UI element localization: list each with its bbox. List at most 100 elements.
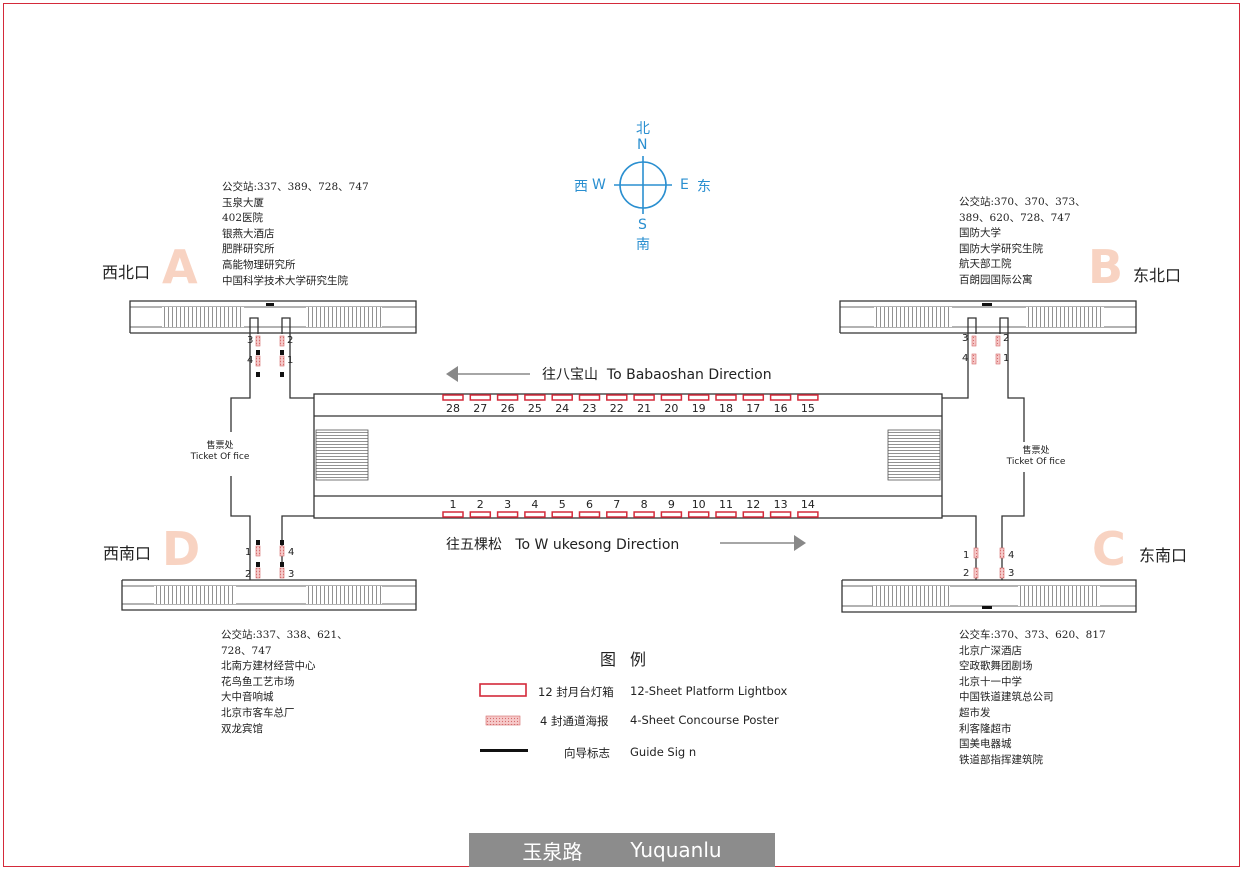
lightbox-18 — [715, 394, 737, 401]
direction-west: 往八宝山 To Babaoshan Direction — [542, 367, 772, 383]
compass-east: E — [680, 177, 689, 193]
legend-item-lightbox-cn: 12 封月台灯箱 — [538, 685, 614, 699]
lightbox-15 — [797, 394, 819, 401]
lightbox-23 — [578, 394, 601, 401]
poster-num: 3 — [1008, 568, 1015, 579]
poster-num: 4 — [962, 353, 969, 364]
lightbox-number: 13 — [773, 498, 788, 511]
poster-num: 2 — [1003, 333, 1010, 344]
exit-c-letter: C — [1092, 522, 1126, 576]
stairs-b-left — [874, 307, 952, 327]
arrow-west — [446, 366, 530, 382]
exit-d-name: 西南口 — [103, 544, 152, 563]
poster-num: 2 — [245, 569, 252, 580]
lightbox-13 — [769, 511, 792, 518]
exit-b-letter: B — [1088, 240, 1124, 294]
legend-item-guide-cn: 向导标志 — [564, 746, 610, 760]
lightbox-number: 3 — [504, 498, 512, 511]
lightbox-number: 5 — [558, 498, 566, 511]
lightbox-number: 27 — [473, 402, 488, 415]
compass-south: S — [638, 217, 647, 233]
lightbox-9 — [660, 511, 683, 518]
lightbox-17 — [742, 394, 765, 401]
exit-b-name: 东北口 — [1133, 266, 1182, 285]
lightbox-2 — [469, 511, 492, 518]
lightbox-number: 22 — [609, 402, 624, 415]
lightbox-number: 7 — [613, 498, 621, 511]
lightbox-number: 17 — [746, 402, 761, 415]
poster-num: 4 — [1008, 550, 1015, 561]
lightbox-number: 23 — [582, 402, 597, 415]
compass-north-cn: 北 — [636, 121, 650, 137]
poster-num: 4 — [247, 355, 254, 366]
stairs-d-left — [154, 586, 236, 604]
lightbox-25 — [524, 394, 546, 401]
poster-num: 2 — [963, 568, 970, 579]
lightbox-number: 16 — [773, 402, 788, 415]
lightbox-16 — [769, 394, 792, 401]
legend-item-poster-en: 4-Sheet Concourse Poster — [630, 713, 779, 727]
poster-num: 1 — [1003, 353, 1010, 364]
exit-c-name: 东南口 — [1139, 546, 1188, 565]
lightbox-number: 12 — [746, 498, 761, 511]
compass-west-cn: 西 — [574, 179, 588, 195]
compass-north: N — [637, 137, 648, 153]
lightbox-number: 18 — [719, 402, 733, 415]
poster-num: 1 — [245, 547, 252, 558]
lightbox-8 — [633, 511, 655, 518]
poster-num: 1 — [963, 550, 970, 561]
lightbox-11 — [715, 511, 737, 518]
lightbox-10 — [687, 511, 710, 518]
legend-item-lightbox-en: 12-Sheet Platform Lightbox — [630, 684, 788, 698]
legend-item-guide-en: Guide Sig n — [630, 745, 697, 759]
lightbox-22 — [606, 394, 628, 401]
station-name-en: Yuquanlu — [630, 838, 722, 862]
stairs-platform-west — [315, 429, 369, 481]
posters — [255, 335, 1005, 579]
lightbox-14 — [797, 511, 819, 518]
direction-east: 往五棵松 To W ukesong Direction — [446, 537, 680, 553]
compass-east-cn: 东 — [697, 179, 711, 195]
lightbox-number: 20 — [664, 402, 679, 415]
exit-d-letter: D — [162, 522, 201, 576]
lightbox-number: 14 — [800, 498, 815, 511]
legend-guide-symbol — [480, 749, 528, 752]
lightbox-number: 26 — [500, 402, 515, 415]
stairs-a-left — [162, 307, 244, 327]
lightboxes-bottom — [442, 511, 819, 518]
lightbox-24 — [551, 394, 573, 401]
lightbox-number: 1 — [449, 498, 457, 511]
lightbox-number: 4 — [531, 498, 539, 511]
stairs-a-right — [306, 307, 382, 327]
legend-poster-symbol — [485, 715, 521, 726]
compass-icon — [614, 156, 672, 214]
lightbox-number: 21 — [637, 402, 652, 415]
lightbox-20 — [660, 394, 683, 401]
lightbox-28 — [442, 394, 464, 401]
lightbox-27 — [469, 394, 492, 401]
lightbox-number: 11 — [719, 498, 733, 511]
lightboxes-top — [442, 394, 819, 401]
lightbox-number: 9 — [667, 498, 675, 511]
lightbox-number: 28 — [446, 402, 460, 415]
station-name-banner: 玉泉路 Yuquanlu — [469, 833, 775, 867]
guide-signs — [256, 303, 992, 609]
stairs-c-left — [872, 586, 950, 606]
poster-num: 2 — [287, 335, 294, 346]
legend-title: 图例 — [600, 650, 661, 669]
lightbox-number: 10 — [691, 498, 706, 511]
outline — [121, 300, 1137, 613]
lightbox-5 — [551, 511, 573, 518]
stairs-platform-east — [887, 429, 941, 481]
exit-a-name: 西北口 — [102, 263, 151, 282]
station-name-cn: 玉泉路 — [522, 839, 583, 864]
poster-num: 4 — [288, 547, 295, 558]
lightbox-19 — [687, 394, 710, 401]
lightbox-3 — [496, 511, 519, 518]
